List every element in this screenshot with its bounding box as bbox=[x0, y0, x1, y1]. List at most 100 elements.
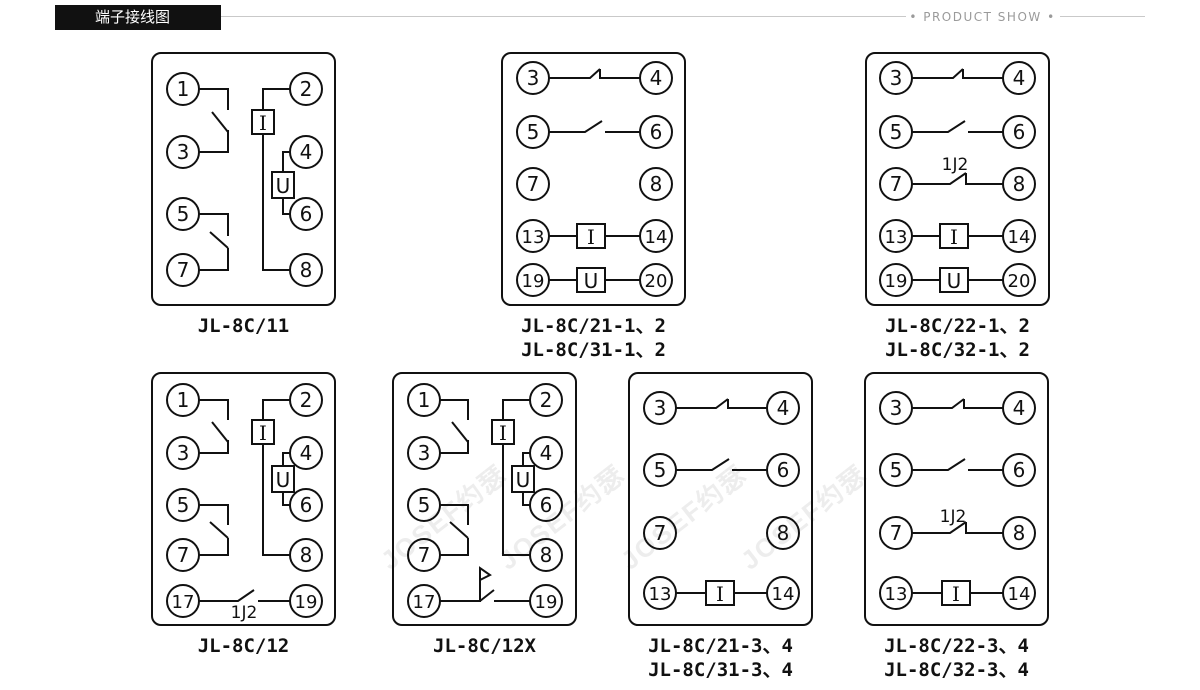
terminal: 4 bbox=[766, 391, 800, 425]
svg-text:3: 3 bbox=[890, 396, 903, 420]
svg-text:5: 5 bbox=[527, 120, 540, 144]
terminal: 14 bbox=[1002, 219, 1036, 253]
terminal: 3 bbox=[516, 61, 550, 95]
svg-text:19: 19 bbox=[522, 271, 545, 292]
svg-text:14: 14 bbox=[772, 584, 795, 605]
terminal: 2 bbox=[289, 383, 323, 417]
svg-text:3: 3 bbox=[177, 441, 190, 465]
diagram-caption: JL-8C/12 bbox=[197, 635, 290, 657]
terminal: 6 bbox=[529, 488, 563, 522]
terminal: 5 bbox=[879, 453, 913, 487]
svg-text:2: 2 bbox=[540, 388, 553, 412]
svg-text:5: 5 bbox=[177, 493, 190, 517]
svg-text:4: 4 bbox=[300, 140, 313, 164]
terminal: 7 bbox=[166, 538, 200, 572]
svg-text:U: U bbox=[276, 468, 291, 492]
terminal: 4 bbox=[289, 135, 323, 169]
contact-label: 1J2 bbox=[942, 155, 969, 175]
diagram-jl-8c-22-1-2: 3 4 5 6 7 8 13 14 19 20 1J2 I U bbox=[865, 52, 1050, 306]
svg-text:7: 7 bbox=[177, 258, 190, 282]
terminal: 6 bbox=[1002, 115, 1036, 149]
diagram-jl-8c-21-1-2: 3 4 5 6 7 8 13 14 19 20 I U bbox=[501, 52, 686, 306]
svg-text:6: 6 bbox=[300, 493, 313, 517]
svg-text:4: 4 bbox=[1013, 66, 1026, 90]
terminal: 5 bbox=[643, 453, 677, 487]
terminal: 8 bbox=[1002, 516, 1036, 550]
svg-text:2: 2 bbox=[300, 388, 313, 412]
svg-text:U: U bbox=[947, 269, 962, 293]
svg-text:7: 7 bbox=[890, 521, 903, 545]
terminal: 7 bbox=[643, 516, 677, 550]
terminal: 1 bbox=[166, 383, 200, 417]
terminal: 7 bbox=[166, 253, 200, 287]
svg-text:4: 4 bbox=[650, 66, 663, 90]
contact-label: 1J2 bbox=[231, 603, 258, 623]
terminal: 5 bbox=[516, 115, 550, 149]
terminal: 7 bbox=[879, 167, 913, 201]
terminal: 8 bbox=[289, 538, 323, 572]
terminal: 1 bbox=[166, 72, 200, 106]
svg-text:1: 1 bbox=[418, 388, 431, 412]
terminal: 7 bbox=[407, 538, 441, 572]
svg-text:7: 7 bbox=[418, 543, 431, 567]
terminal: 14 bbox=[639, 219, 673, 253]
svg-text:17: 17 bbox=[413, 592, 436, 613]
terminal: 3 bbox=[407, 436, 441, 470]
terminal: 17 bbox=[407, 584, 441, 618]
diagram-caption: JL-8C/11 bbox=[197, 315, 290, 337]
svg-text:4: 4 bbox=[777, 396, 790, 420]
terminal: 13 bbox=[643, 576, 677, 610]
section-title: 端子接线图 bbox=[55, 5, 221, 30]
terminal: 4 bbox=[1002, 61, 1036, 95]
diagram-jl-8c-22-3-4: 3 4 5 6 7 8 13 14 1J2 I bbox=[864, 372, 1049, 626]
svg-text:13: 13 bbox=[885, 227, 908, 248]
diagram-jl-8c-21-3-4: 3 4 5 6 7 8 13 14 I bbox=[628, 372, 813, 626]
terminal: 4 bbox=[289, 436, 323, 470]
terminal: 4 bbox=[1002, 391, 1036, 425]
svg-text:14: 14 bbox=[1008, 584, 1031, 605]
svg-text:8: 8 bbox=[1013, 172, 1026, 196]
svg-text:14: 14 bbox=[645, 227, 668, 248]
terminal: 5 bbox=[879, 115, 913, 149]
svg-text:6: 6 bbox=[300, 202, 313, 226]
svg-text:U: U bbox=[584, 269, 599, 293]
svg-text:U: U bbox=[276, 174, 291, 198]
terminal: 7 bbox=[879, 516, 913, 550]
terminal: 19 bbox=[879, 263, 913, 297]
svg-text:4: 4 bbox=[540, 441, 553, 465]
svg-text:3: 3 bbox=[527, 66, 540, 90]
terminal: 3 bbox=[643, 391, 677, 425]
svg-text:2: 2 bbox=[300, 77, 313, 101]
header-divider-right bbox=[1060, 16, 1145, 17]
svg-text:3: 3 bbox=[418, 441, 431, 465]
terminal: 5 bbox=[166, 197, 200, 231]
svg-text:I: I bbox=[716, 582, 724, 606]
svg-text:7: 7 bbox=[654, 521, 667, 545]
terminal: 13 bbox=[516, 219, 550, 253]
terminal: 2 bbox=[529, 383, 563, 417]
svg-text:19: 19 bbox=[295, 592, 318, 613]
svg-text:8: 8 bbox=[300, 258, 313, 282]
diagram-caption: JL-8C/12X bbox=[433, 635, 536, 657]
svg-text:13: 13 bbox=[885, 584, 908, 605]
terminal: 19 bbox=[516, 263, 550, 297]
svg-text:5: 5 bbox=[890, 120, 903, 144]
svg-text:I: I bbox=[587, 225, 595, 249]
svg-text:6: 6 bbox=[1013, 120, 1026, 144]
svg-text:I: I bbox=[499, 421, 507, 445]
diagram-jl-8c-12: 1 3 5 7 2 4 6 8 17 19 I U bbox=[151, 372, 336, 626]
terminal: 17 bbox=[166, 584, 200, 618]
svg-text:4: 4 bbox=[1013, 396, 1026, 420]
svg-text:3: 3 bbox=[177, 140, 190, 164]
svg-text:8: 8 bbox=[540, 543, 553, 567]
terminal: 3 bbox=[166, 135, 200, 169]
svg-text:1: 1 bbox=[177, 77, 190, 101]
diagram-jl-8c-11: 1 3 5 7 2 4 6 8 I U bbox=[151, 52, 336, 306]
svg-text:20: 20 bbox=[1008, 271, 1031, 292]
svg-text:5: 5 bbox=[177, 202, 190, 226]
